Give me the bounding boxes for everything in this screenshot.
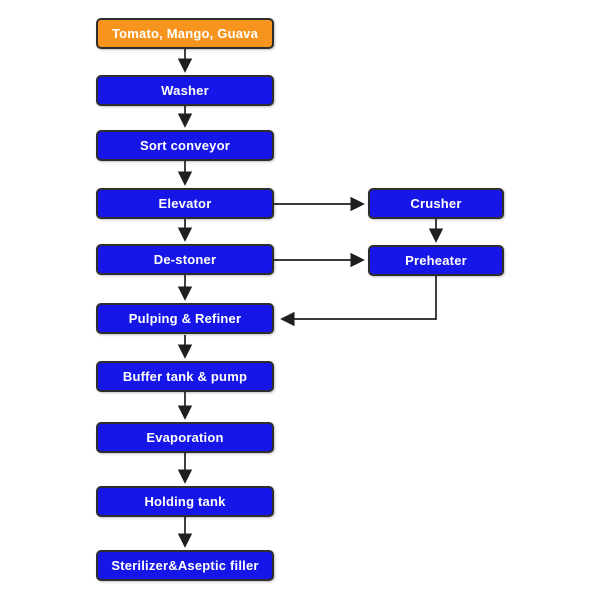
node-holding-tank: Holding tank (96, 486, 274, 517)
node-source: Tomato, Mango, Guava (96, 18, 274, 49)
node-sterilizer-aseptic-filler: Sterilizer&Aseptic filler (96, 550, 274, 581)
node-buffer-tank-pump: Buffer tank & pump (96, 361, 274, 392)
node-de-stoner: De-stoner (96, 244, 274, 275)
node-sort-conveyor: Sort conveyor (96, 130, 274, 161)
node-pulping-refiner: Pulping & Refiner (96, 303, 274, 334)
node-preheater: Preheater (368, 245, 504, 276)
node-crusher: Crusher (368, 188, 504, 219)
node-washer: Washer (96, 75, 274, 106)
node-elevator: Elevator (96, 188, 274, 219)
node-evaporation: Evaporation (96, 422, 274, 453)
edge-preheater-pulping (280, 276, 437, 327)
